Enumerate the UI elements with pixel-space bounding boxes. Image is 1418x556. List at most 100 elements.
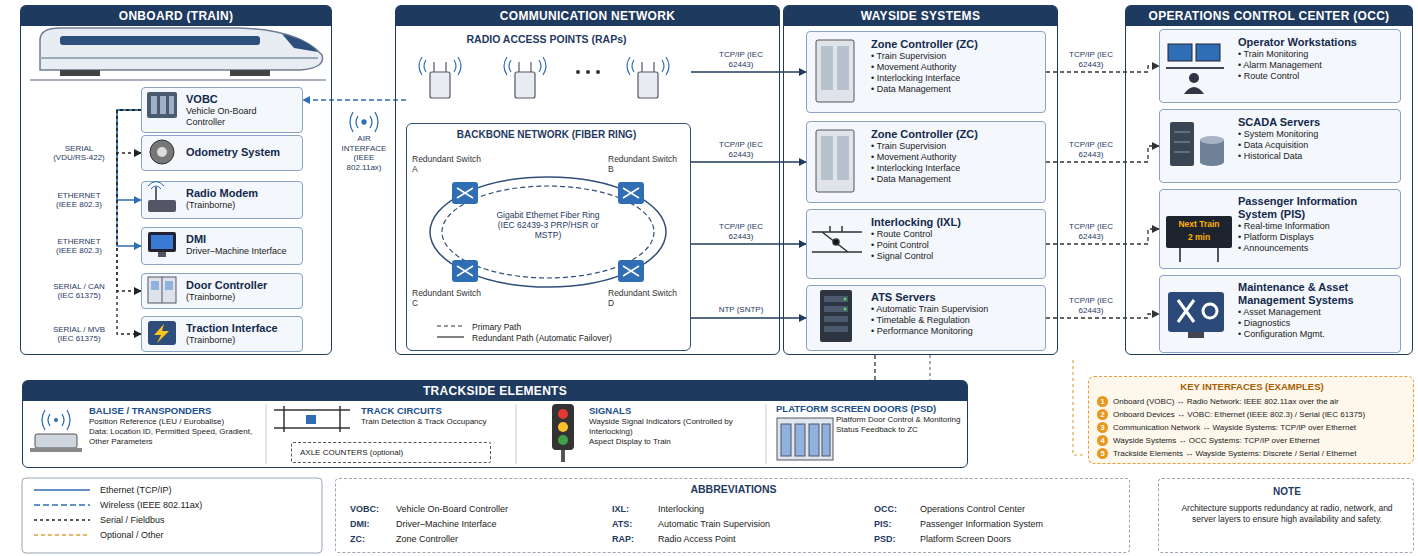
section-panel: OPERATIONS CONTROL CENTER (OCC)Operator … [1125,5,1413,355]
body-text: • Movement Authority [871,152,1041,163]
body-text: Onboard (VOBC) ↔ Radio Network: IEEE 802… [1113,395,1409,408]
system-box: ATS Servers• Automatic Train Supervision… [806,285,1046,351]
body-text: Vehicle On-Board Controller [396,503,591,515]
body-text: OCC: [874,503,897,515]
heading-text: Maintenance & Asset Management Systems [1238,281,1396,307]
heading-text: PLATFORM SCREEN DOORS (PSD) [776,403,962,415]
body-text: • Train Monitoring [1238,49,1396,60]
body-text: Platform Door Control & Monitoring [836,415,962,425]
legend-text: Optional / Other [100,529,164,541]
abbreviations-box: ABBREVIATIONSVOBC:Vehicle On-Board Contr… [335,478,1130,553]
heading-text: DMI [186,233,298,246]
body-text: • Timetable & Regulation [871,315,1041,326]
connector [117,110,141,200]
text-stack: Door Controller(Trainborne) [142,274,302,307]
text-stack: Maintenance & Asset Management Systems • … [1160,276,1400,344]
sign-text: 2 min [1166,232,1232,243]
legend-text: Ethernet (TCP/IP) [100,484,172,496]
heading-text: Primary Path [472,322,658,333]
optional-box: AXLE COUNTERS (optional) [291,442,491,463]
section-panel: ONBOARD (TRAIN)VOBCVehicle On-Board Cont… [20,5,332,355]
legend-text: Wireless (IEEE 802.11ax) [100,499,202,511]
body-text: • Historical Data [1238,151,1396,162]
sign-text: Next Train [1166,219,1232,230]
text-stack: BACKBONE NETWORK (FIBER RING) [407,124,690,145]
body-text: Driver–Machine Interface [186,246,298,257]
edge-label: ETHERNET (IEEE 802.3) [46,191,112,210]
connector [691,161,806,162]
ellipsis-dots [576,70,600,74]
note-box: NOTEArchitecture supports redundancy at … [1158,478,1414,553]
body-text: PSD: [874,533,896,545]
edge-label: TCP/IP (IEC 62443) [1061,140,1121,159]
body-text: VOBC: [350,503,379,515]
edge-label: AIR INTERFACE (IEEE 802.11ax) [335,134,393,172]
trackside-separators [266,404,766,464]
heading-text: Traction Interface [186,322,298,335]
body-text: • Announcements [1238,243,1396,254]
heading-text: TRACKSIDE ELEMENTS [23,381,967,401]
text-stack: AXLE COUNTERS (optional) [292,443,490,462]
section-panel: WAYSIDE SYSTEMSZone Controller (ZC)• Tra… [783,5,1058,355]
body-text: • Point Control [871,240,1041,251]
edge-label: ETHERNET (IEEE 802.3) [46,237,112,256]
body-text: (Trainborne) [186,292,298,303]
text-stack: SCADA Servers• System Monitoring• Data A… [1160,110,1400,166]
system-box: Maintenance & Asset Management Systems • … [1159,275,1401,353]
heading-text: KEY INTERFACES (EXAMPLES) [1089,381,1415,393]
text-stack: TRACK CIRCUITSTrain Detection & Track Oc… [361,403,511,431]
heading-text: ATS Servers [871,291,1041,304]
body-text: • System Monitoring [1238,129,1396,140]
text-stack: Radio Modem(Trainborne) [142,182,302,215]
device-box: Radio Modem(Trainborne) [141,181,303,219]
body-text: Automatic Train Supervision [658,518,853,530]
connector [691,71,806,72]
switch-label: Redundant Switch D [608,288,686,316]
text-stack: Traction Interface(Trainborne) [142,317,302,350]
switch-label: Redundant Switch C [412,288,488,316]
body-text: • Interlocking Interface [871,163,1041,174]
text-stack: Zone Controller (ZC)• Train Supervision•… [807,122,1045,189]
trackside-item: BALISE / TRANSPONDERSPosition Reference … [89,403,261,465]
heading-text: COMMUNICATION NETWORK [396,6,779,26]
ring-label: Gigabit Ethernet Fiber Ring (IEC 62439-3… [490,210,606,240]
heading-text: Zone Controller (ZC) [871,128,1041,141]
body-text: Interlocking [658,503,853,515]
body-text: • Data Management [871,84,1041,95]
body-text: Zone Controller [396,533,591,545]
body-text: • Performance Monitoring [871,326,1041,337]
body-text: • Configuration Mgmt. [1238,329,1396,340]
key-bracket [1073,360,1086,455]
heading-text: Operator Workstations [1238,36,1396,49]
body-text: 4 [1097,435,1108,446]
heading-text: SCADA Servers [1238,116,1396,129]
heading-text: Radio Modem [186,187,298,200]
body-text: Passenger Information System [920,518,1115,530]
body-text: • Movement Authority [871,62,1041,73]
body-text: • Train Supervision [871,141,1041,152]
body-text: Onboard Devices ↔ VOBC: Ethernet (IEEE 8… [1113,408,1409,421]
switch-label: Redundant Switch A [412,154,488,182]
body-text: Vehicle On-Board Controller [186,106,298,128]
text-stack: Interlocking (IXL)• Route Control• Point… [807,210,1045,266]
radio-access-group: RADIO ACCESS POINTS (RAPs) [406,29,691,109]
heading-text: Passenger Information System (PIS) [1238,195,1396,221]
heading-text: TRACK CIRCUITS [361,405,507,417]
wifi-symbol [350,112,378,132]
connector [874,355,875,380]
legend-box [22,478,322,553]
device-box: VOBCVehicle On-Board Controller [141,87,303,133]
body-text: • Signal Control [871,251,1041,262]
system-box: Zone Controller (ZC)• Train Supervision•… [806,121,1046,203]
text-stack: Primary PathRedundant Path (Automatic Fa… [432,318,662,348]
connector [117,110,141,153]
body-text: • Platform Displays [1238,232,1396,243]
body-text: (Trainborne) [186,335,298,346]
heading-text: SIGNALS [589,405,760,417]
body-text: 5 [1097,448,1108,459]
body-text: 1 [1097,396,1108,407]
body-text: Aspect Display to Train [589,437,760,447]
body-text: DMI: [350,518,370,530]
heading-text: BALISE / TRANSPONDERS [89,405,257,417]
radio-access-point-icons [419,57,669,98]
